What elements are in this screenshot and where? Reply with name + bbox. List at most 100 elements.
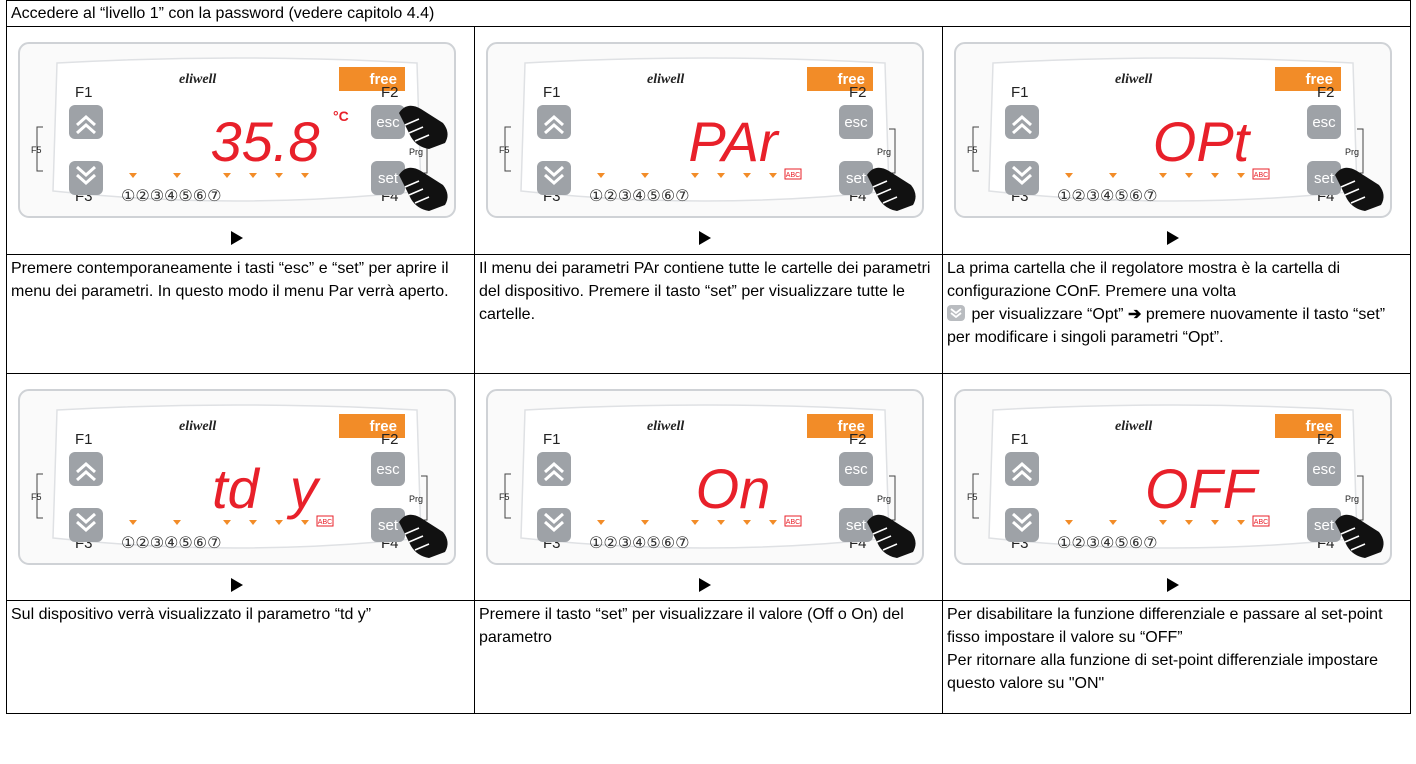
brand-logo: eliwell — [647, 419, 684, 434]
step-text-1: Premere contemporaneamente i tasti “esc”… — [6, 254, 475, 374]
led-indicators: ①②③④⑤⑥⑦ — [1057, 186, 1157, 205]
svg-text:free: free — [837, 418, 865, 435]
step-text-6: Per disabilitare la funzione differenzia… — [942, 600, 1411, 714]
led-indicators: ①②③④⑤⑥⑦ — [589, 186, 689, 205]
svg-text:Prg: Prg — [877, 147, 891, 157]
esc-key — [371, 105, 405, 139]
svg-text:F1: F1 — [543, 431, 561, 448]
display-readout: td y — [212, 457, 321, 520]
pointing-hand-icon — [399, 105, 448, 149]
pointing-hand-icon — [1335, 167, 1384, 211]
brand-logo: eliwell — [1115, 419, 1152, 434]
display-readout: PAr — [688, 110, 780, 173]
svg-text:esc: esc — [844, 114, 868, 131]
svg-text:ABC: ABC — [1254, 172, 1268, 179]
pointing-hand-icon — [399, 514, 448, 558]
down-key — [69, 161, 103, 195]
free-badge — [1275, 414, 1341, 438]
svg-text:F5: F5 — [499, 492, 510, 502]
pointing-hand-icon — [867, 167, 916, 211]
svg-text:F2: F2 — [1317, 431, 1335, 448]
svg-text:F2: F2 — [381, 84, 399, 101]
next-arrow-icon — [699, 231, 711, 245]
esc-key — [1307, 105, 1341, 139]
next-arrow-icon — [699, 578, 711, 592]
pointing-hand-icon — [1335, 514, 1384, 558]
up-key — [537, 452, 571, 486]
svg-text:Prg: Prg — [1345, 494, 1359, 504]
display-readout: On — [696, 457, 771, 520]
display-readout: 35.8 — [211, 110, 320, 173]
svg-text:F5: F5 — [967, 145, 978, 155]
svg-text:°C: °C — [333, 108, 349, 124]
next-arrow-icon — [1167, 231, 1179, 245]
svg-text:F5: F5 — [31, 492, 42, 502]
instruction-table: Accedere al “livello 1” con la password … — [6, 0, 1411, 714]
svg-text:esc: esc — [844, 461, 868, 478]
led-indicators: ①②③④⑤⑥⑦ — [589, 533, 689, 552]
svg-text:F5: F5 — [967, 492, 978, 502]
pointing-hand-icon — [399, 167, 448, 211]
free-badge — [339, 67, 405, 91]
brand-logo: eliwell — [647, 72, 684, 87]
free-badge — [807, 67, 873, 91]
svg-text:F2: F2 — [1317, 84, 1335, 101]
svg-text:F1: F1 — [1011, 431, 1029, 448]
svg-text:ABC: ABC — [786, 172, 800, 179]
svg-text:free: free — [369, 71, 397, 88]
set-key — [1307, 161, 1341, 195]
esc-key — [839, 105, 873, 139]
next-arrow-icon — [231, 231, 243, 245]
svg-text:free: free — [1305, 418, 1333, 435]
step-text-3: La prima cartella che il regolatore most… — [942, 254, 1411, 374]
svg-text:set: set — [378, 170, 399, 187]
up-key — [537, 105, 571, 139]
down-key — [537, 161, 571, 195]
svg-text:set: set — [1314, 170, 1335, 187]
brand-logo: eliwell — [179, 419, 216, 434]
svg-text:set: set — [846, 170, 867, 187]
display-readout: OPt — [1153, 110, 1252, 173]
set-key — [371, 508, 405, 542]
svg-text:ABC: ABC — [318, 519, 332, 526]
down-key — [1005, 161, 1039, 195]
brand-logo: eliwell — [179, 72, 216, 87]
svg-text:Prg: Prg — [877, 494, 891, 504]
set-key — [839, 161, 873, 195]
step-text-2: Il menu dei parametri PAr contiene tutte… — [474, 254, 943, 374]
free-badge — [807, 414, 873, 438]
header-cell: Accedere al “livello 1” con la password … — [6, 0, 1411, 27]
step-text-5: Premere il tasto “set” per visualizzare … — [474, 600, 943, 714]
down-key — [69, 508, 103, 542]
next-arrow-icon — [231, 578, 243, 592]
svg-text:F5: F5 — [499, 145, 510, 155]
svg-text:F2: F2 — [381, 431, 399, 448]
svg-text:set: set — [378, 517, 399, 534]
down-key-icon — [947, 305, 965, 321]
esc-key — [1307, 452, 1341, 486]
led-indicators: ①②③④⑤⑥⑦ — [1057, 533, 1157, 552]
svg-text:F1: F1 — [543, 84, 561, 101]
free-badge — [339, 414, 405, 438]
svg-text:set: set — [846, 517, 867, 534]
esc-key — [839, 452, 873, 486]
set-key — [1307, 508, 1341, 542]
svg-text:F1: F1 — [75, 84, 93, 101]
svg-text:esc: esc — [1312, 461, 1336, 478]
next-arrow-icon — [1167, 578, 1179, 592]
set-key — [371, 161, 405, 195]
down-key — [537, 508, 571, 542]
up-key — [1005, 105, 1039, 139]
display-readout: OFF — [1145, 457, 1260, 520]
down-key — [1005, 508, 1039, 542]
svg-text:esc: esc — [376, 114, 400, 131]
svg-text:ABC: ABC — [1254, 519, 1268, 526]
